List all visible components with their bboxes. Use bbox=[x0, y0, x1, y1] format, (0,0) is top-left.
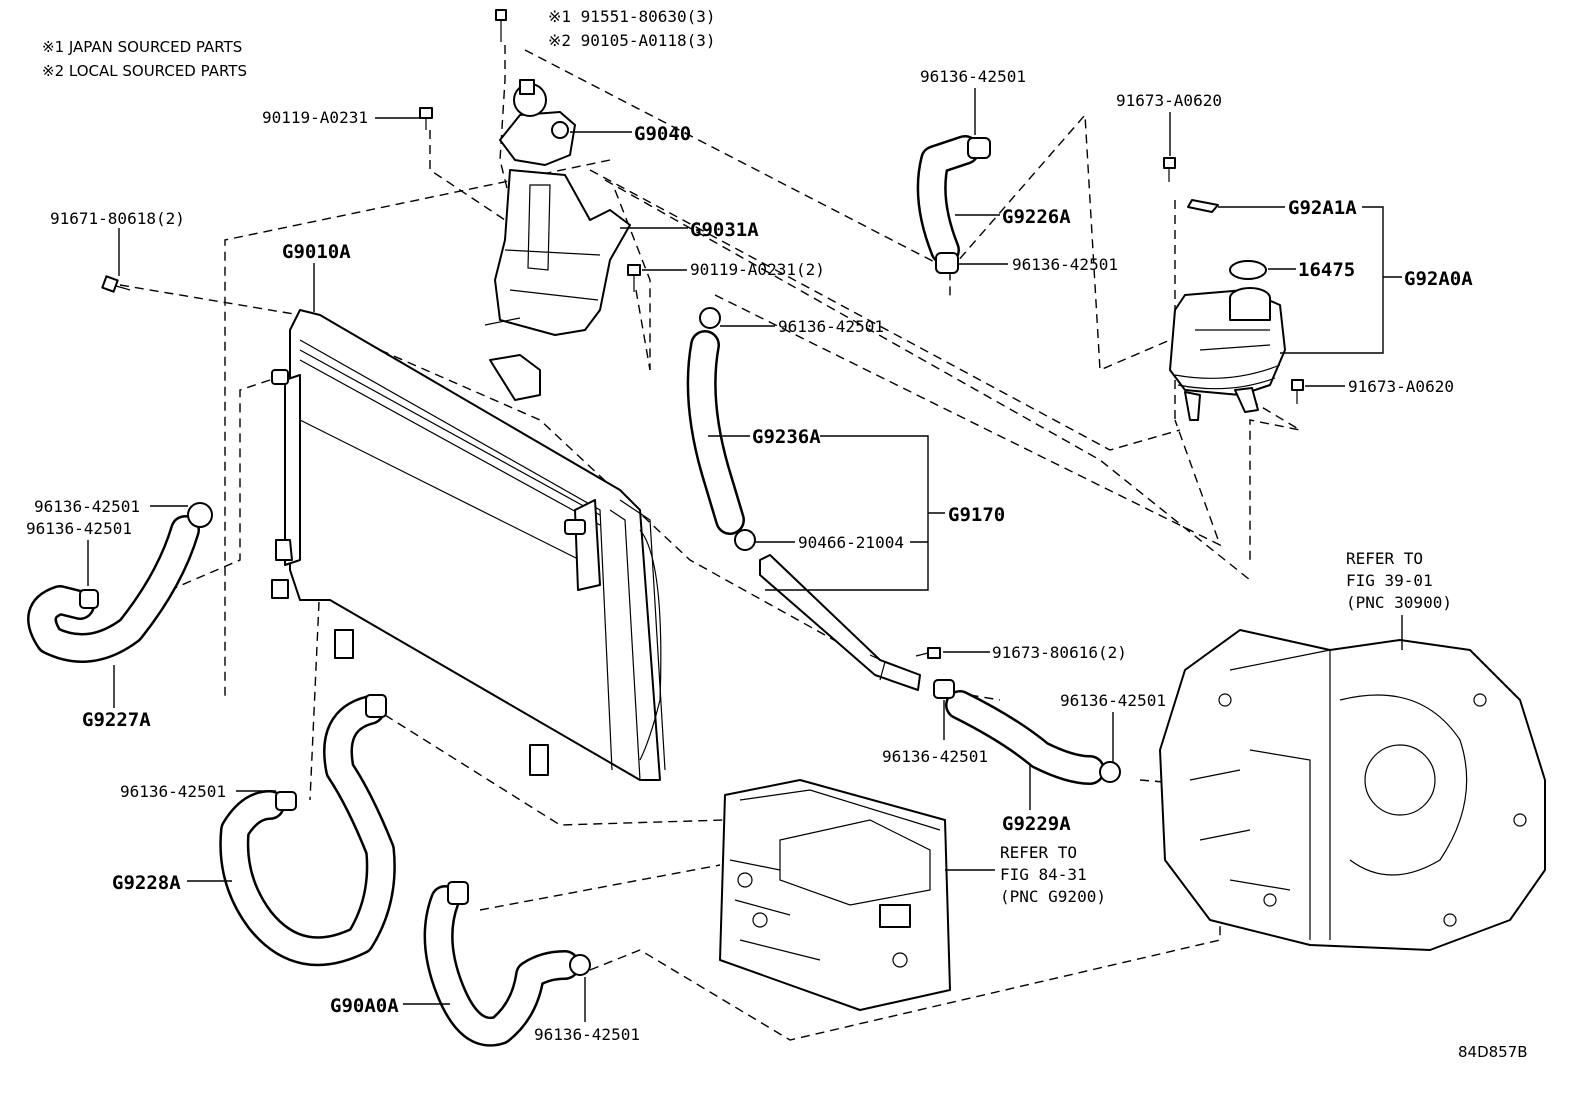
hose-g9229a-drawing bbox=[933, 679, 1121, 785]
transaxle-ref-line2: FIG 39-01 bbox=[1346, 571, 1433, 590]
pump-bracket-drawing bbox=[484, 169, 631, 336]
label-90119-a0231-2: 90119-A0231(2) bbox=[690, 260, 825, 279]
label-96136-42501-bottom: 96136-42501 bbox=[534, 1025, 640, 1044]
label-91673-a0620-top: 91673-A0620 bbox=[1116, 91, 1222, 110]
label-g9031a: G9031A bbox=[690, 219, 759, 241]
reservoir-cap-drawing bbox=[1229, 260, 1267, 280]
radiator-drawing bbox=[271, 309, 666, 781]
hose-g9226a-drawing bbox=[916, 135, 991, 274]
hose-g90a0a-drawing bbox=[423, 881, 591, 1047]
label-96136-42501-right: 96136-42501 bbox=[1060, 691, 1166, 710]
label-96136-42501-g9228: 96136-42501 bbox=[120, 782, 226, 801]
reservoir-tank-drawing bbox=[1169, 287, 1286, 421]
transaxle-drawing bbox=[1159, 629, 1546, 951]
label-g9229a: G9229A bbox=[1002, 813, 1071, 835]
label-g90a0a: G90A0A bbox=[330, 995, 399, 1017]
transaxle-ref-line3: (PNC 30900) bbox=[1346, 593, 1452, 612]
label-90466-21004: 90466-21004 bbox=[798, 533, 904, 552]
label-g9226a: G9226A bbox=[1002, 206, 1071, 228]
label-g9228a: G9228A bbox=[112, 872, 181, 894]
label-96136-42501-mid: 96136-42501 bbox=[882, 747, 988, 766]
label-91673-80616: 91673-80616(2) bbox=[992, 643, 1127, 662]
transaxle-ref-line1: REFER TO bbox=[1346, 549, 1423, 568]
label-91671-80618: 91671-80618(2) bbox=[50, 209, 185, 228]
label-96136-42501-left1: 96136-42501 bbox=[34, 497, 140, 516]
water-pump-drawing bbox=[499, 79, 576, 166]
label-16475: 16475 bbox=[1298, 259, 1355, 281]
bolt-icons bbox=[101, 9, 1304, 659]
label-g9010a: G9010A bbox=[282, 241, 351, 263]
hose-g9228a-drawing bbox=[219, 694, 396, 967]
label-96136-42501-g9226-low: 96136-42501 bbox=[1012, 255, 1118, 274]
label-g9227a: G9227A bbox=[82, 709, 151, 731]
inverter-ref-line3: (PNC G9200) bbox=[1000, 887, 1106, 906]
pipe-g9170-drawing bbox=[759, 554, 921, 691]
label-g92a0a: G92A0A bbox=[1404, 268, 1473, 290]
label-90105-a0118: ※2 90105-A0118(3) bbox=[548, 31, 716, 50]
hose-g9236a-drawing bbox=[686, 307, 756, 551]
label-90119-a0231: 90119-A0231 bbox=[262, 108, 368, 127]
label-96136-42501-top: 96136-42501 bbox=[920, 67, 1026, 86]
inverter-ref-line1: REFER TO bbox=[1000, 843, 1077, 862]
label-96136-42501-g9236: 96136-42501 bbox=[778, 317, 884, 336]
hose-g9227a-drawing bbox=[27, 502, 213, 663]
leader-lines bbox=[87, 88, 1403, 1022]
note-local-sourced: ※2 LOCAL SOURCED PARTS bbox=[42, 62, 247, 80]
label-g9040: G9040 bbox=[634, 123, 691, 145]
note-japan-sourced: ※1 JAPAN SOURCED PARTS bbox=[42, 38, 242, 56]
label-91551-80630: ※1 91551-80630(3) bbox=[548, 7, 716, 26]
label-g92a1a: G92A1A bbox=[1288, 197, 1357, 219]
caution-label-drawing bbox=[1187, 199, 1219, 213]
inverter-ref-line2: FIG 84-31 bbox=[1000, 865, 1087, 884]
label-g9170: G9170 bbox=[948, 504, 1005, 526]
diagram-id: 84D857B bbox=[1458, 1043, 1528, 1061]
label-96136-42501-left2: 96136-42501 bbox=[26, 519, 132, 538]
label-g9236a: G9236A bbox=[752, 426, 821, 448]
inverter-drawing bbox=[719, 779, 951, 1011]
label-91673-a0620-side: 91673-A0620 bbox=[1348, 377, 1454, 396]
